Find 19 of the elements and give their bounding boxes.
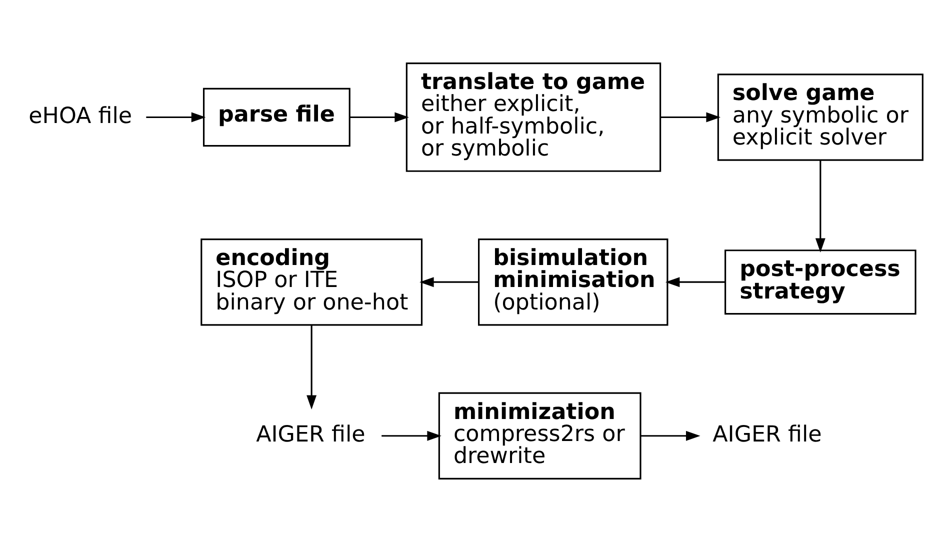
arrow — [306, 325, 317, 410]
node-box: post-process strategy — [724, 250, 916, 315]
node-box: solve game any symbolic or explicit solver — [717, 74, 924, 161]
node-box: encoding ISOP or ITE binary or one-hot — [200, 238, 423, 326]
node-box: minimization compress2rs or drewrite — [438, 392, 642, 480]
node-text: eHOA file — [28, 103, 132, 130]
node-text: AIGER file — [712, 422, 822, 448]
arrow — [660, 112, 720, 122]
arrow — [420, 277, 479, 288]
node-box: bisimulation minimisation (optional) — [478, 238, 668, 326]
arrow — [640, 430, 700, 441]
arrow — [350, 112, 409, 122]
node-box: parse file — [202, 88, 350, 147]
node-text: AIGER file — [256, 422, 366, 448]
node-box: translate to game either explicit, or half-symbolic, or symbolic — [406, 62, 662, 172]
arrow — [665, 277, 726, 288]
arrow — [382, 430, 442, 441]
arrow — [815, 160, 826, 252]
arrow — [146, 112, 206, 122]
